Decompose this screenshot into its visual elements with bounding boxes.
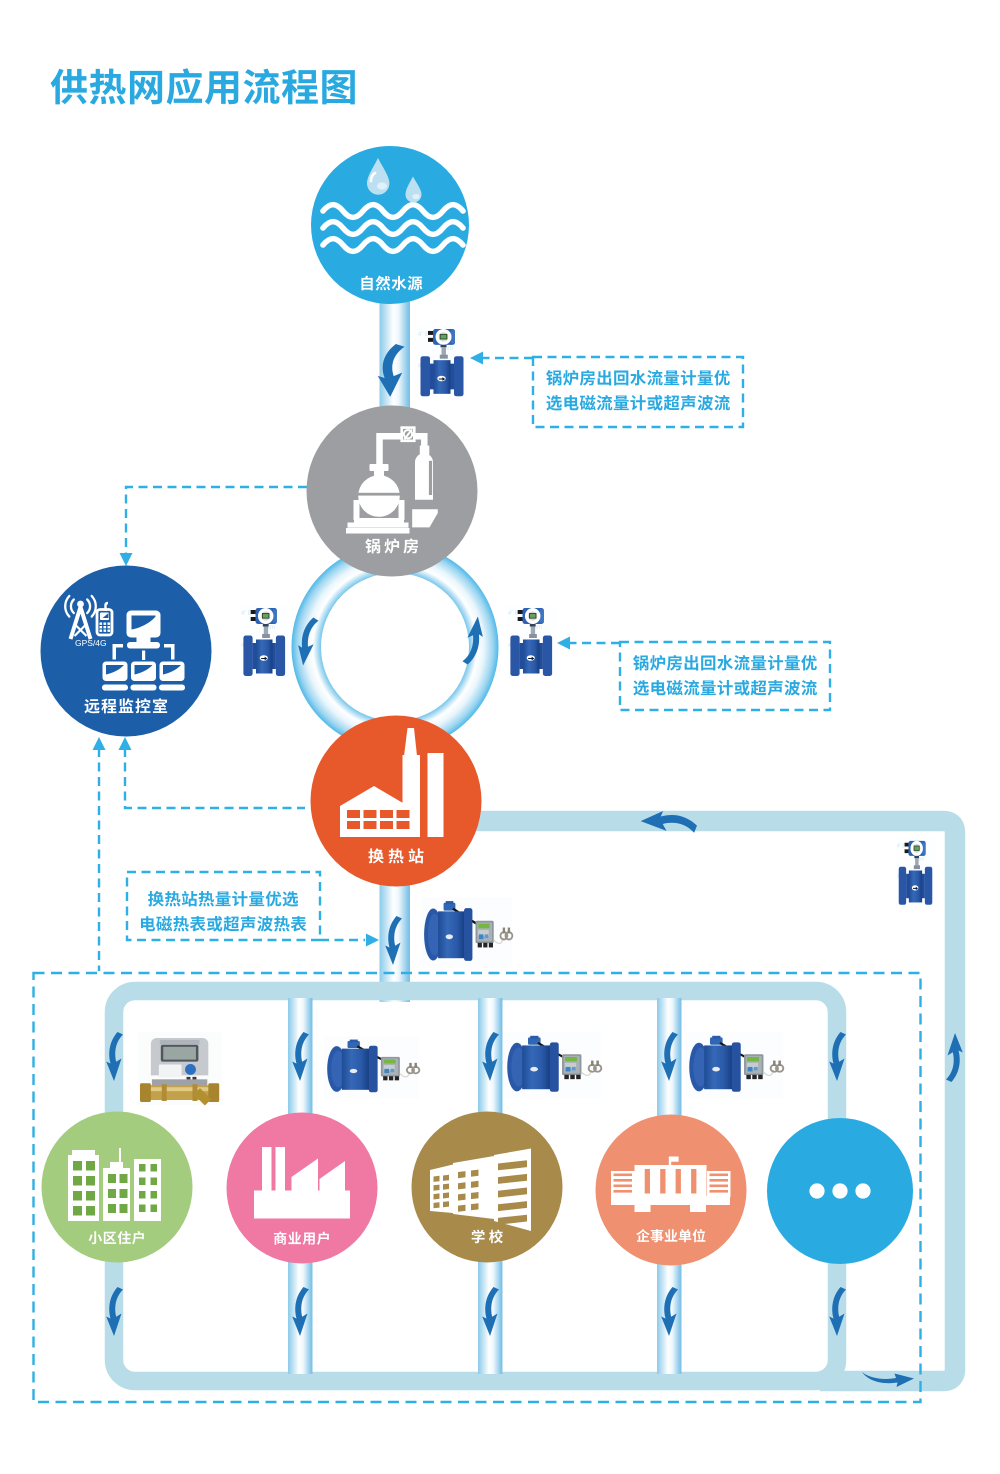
- svg-text:GPS/4G: GPS/4G: [75, 638, 107, 648]
